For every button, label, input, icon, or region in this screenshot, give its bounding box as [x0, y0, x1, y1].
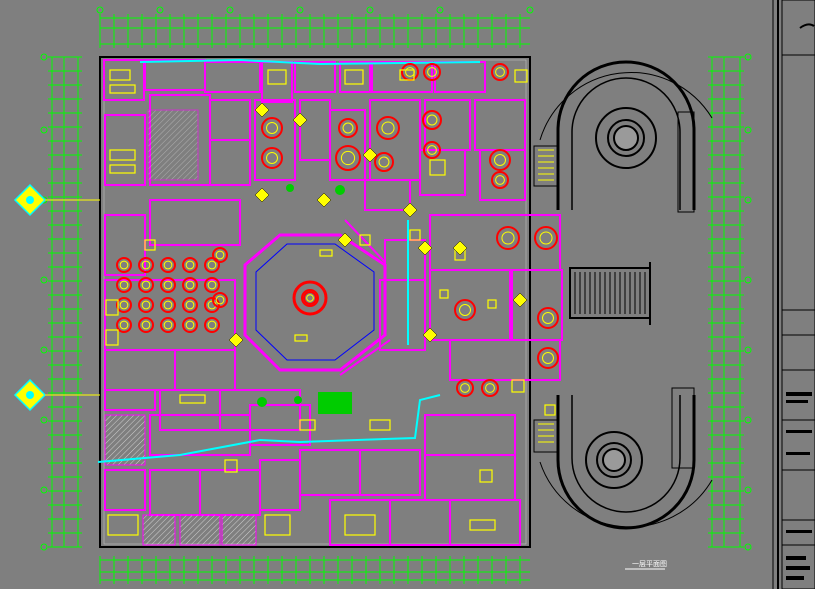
upper-round-wing — [533, 60, 713, 213]
plan-caption: 一层平面图 — [632, 560, 667, 568]
section-markers — [13, 183, 100, 412]
green-planters — [257, 184, 352, 414]
title-block — [772, 0, 815, 589]
lower-round-wing — [533, 387, 713, 530]
logo-mark — [799, 23, 815, 29]
hatched-zones — [104, 109, 257, 546]
right-staircase — [569, 262, 651, 325]
yellow-fixtures — [105, 69, 556, 536]
round-dining-tables — [116, 63, 559, 397]
cyan-corridor — [97, 58, 481, 463]
central-octagon-hall — [243, 233, 387, 372]
